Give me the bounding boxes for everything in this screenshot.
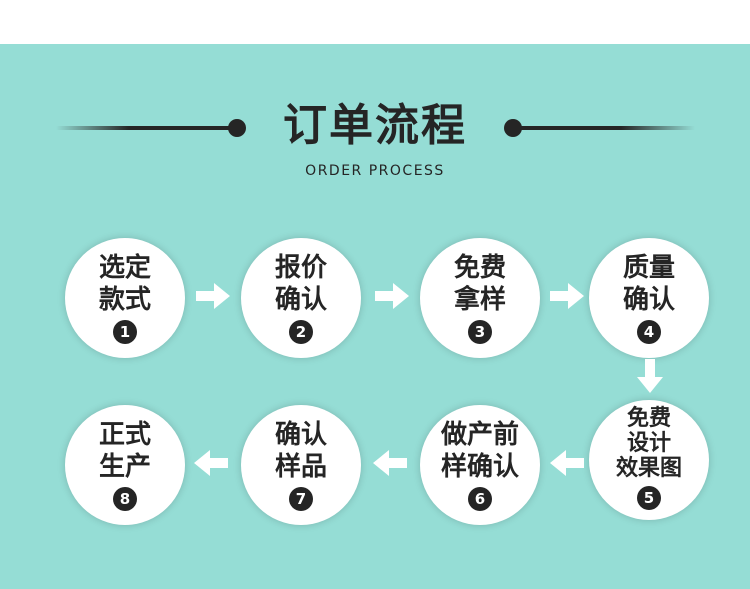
right-arrow-icon — [550, 283, 584, 309]
step-7: 确认 样品 7 — [241, 405, 361, 525]
down-arrow-icon — [637, 359, 663, 393]
step-5: 免费 设计 效果图 5 — [589, 400, 709, 520]
step-4-label-line1: 质量 — [622, 253, 675, 283]
step-1-number-badge: 1 — [113, 320, 137, 344]
step-1-label-line1: 选定 — [98, 253, 151, 283]
step-2-label-line1: 报价 — [274, 253, 327, 283]
step-6: 做产前 样确认 6 — [420, 405, 540, 525]
step-3-label-line1: 免费 — [453, 253, 506, 283]
step-7-number-badge: 7 — [289, 487, 313, 511]
step-8-number-badge: 8 — [113, 487, 137, 511]
step-1-label-line2: 款式 — [98, 285, 151, 315]
step-8: 正式 生产 8 — [65, 405, 185, 525]
step-4-label-line2: 确认 — [622, 285, 675, 315]
left-arrow-icon — [550, 450, 584, 476]
step-6-label-line1: 做产前 — [440, 420, 519, 450]
step-2-number-badge: 2 — [289, 320, 313, 344]
step-2-label-line2: 确认 — [274, 285, 327, 315]
step-3-number-badge: 3 — [468, 320, 492, 344]
step-4-number-badge: 4 — [637, 320, 661, 344]
page-subtitle: ORDER PROCESS — [305, 163, 445, 179]
step-8-label-line1: 正式 — [98, 420, 151, 450]
step-4: 质量 确认 4 — [589, 238, 709, 358]
right-arrow-icon — [196, 283, 230, 309]
step-3-label-line2: 拿样 — [453, 285, 506, 315]
step-6-number-badge: 6 — [468, 487, 492, 511]
step-5-label-line1: 免费 — [626, 406, 671, 431]
step-7-label-line1: 确认 — [274, 420, 327, 450]
step-5-label-line3: 效果图 — [615, 456, 682, 481]
step-6-label-line2: 样确认 — [440, 452, 519, 482]
left-arrow-icon — [194, 450, 228, 476]
step-7-label-line2: 样品 — [274, 452, 327, 482]
page-title: 订单流程 — [283, 100, 467, 151]
title-right-line — [510, 126, 695, 130]
step-5-number-badge: 5 — [637, 486, 661, 510]
step-3: 免费 拿样 3 — [420, 238, 540, 358]
title-left-line — [56, 126, 238, 130]
title-left-dot — [228, 119, 246, 137]
right-arrow-icon — [375, 283, 409, 309]
step-5-label-line2: 设计 — [626, 431, 671, 456]
left-arrow-icon — [373, 450, 407, 476]
step-2: 报价 确认 2 — [241, 238, 361, 358]
step-8-label-line2: 生产 — [98, 452, 151, 482]
step-1: 选定 款式 1 — [65, 238, 185, 358]
